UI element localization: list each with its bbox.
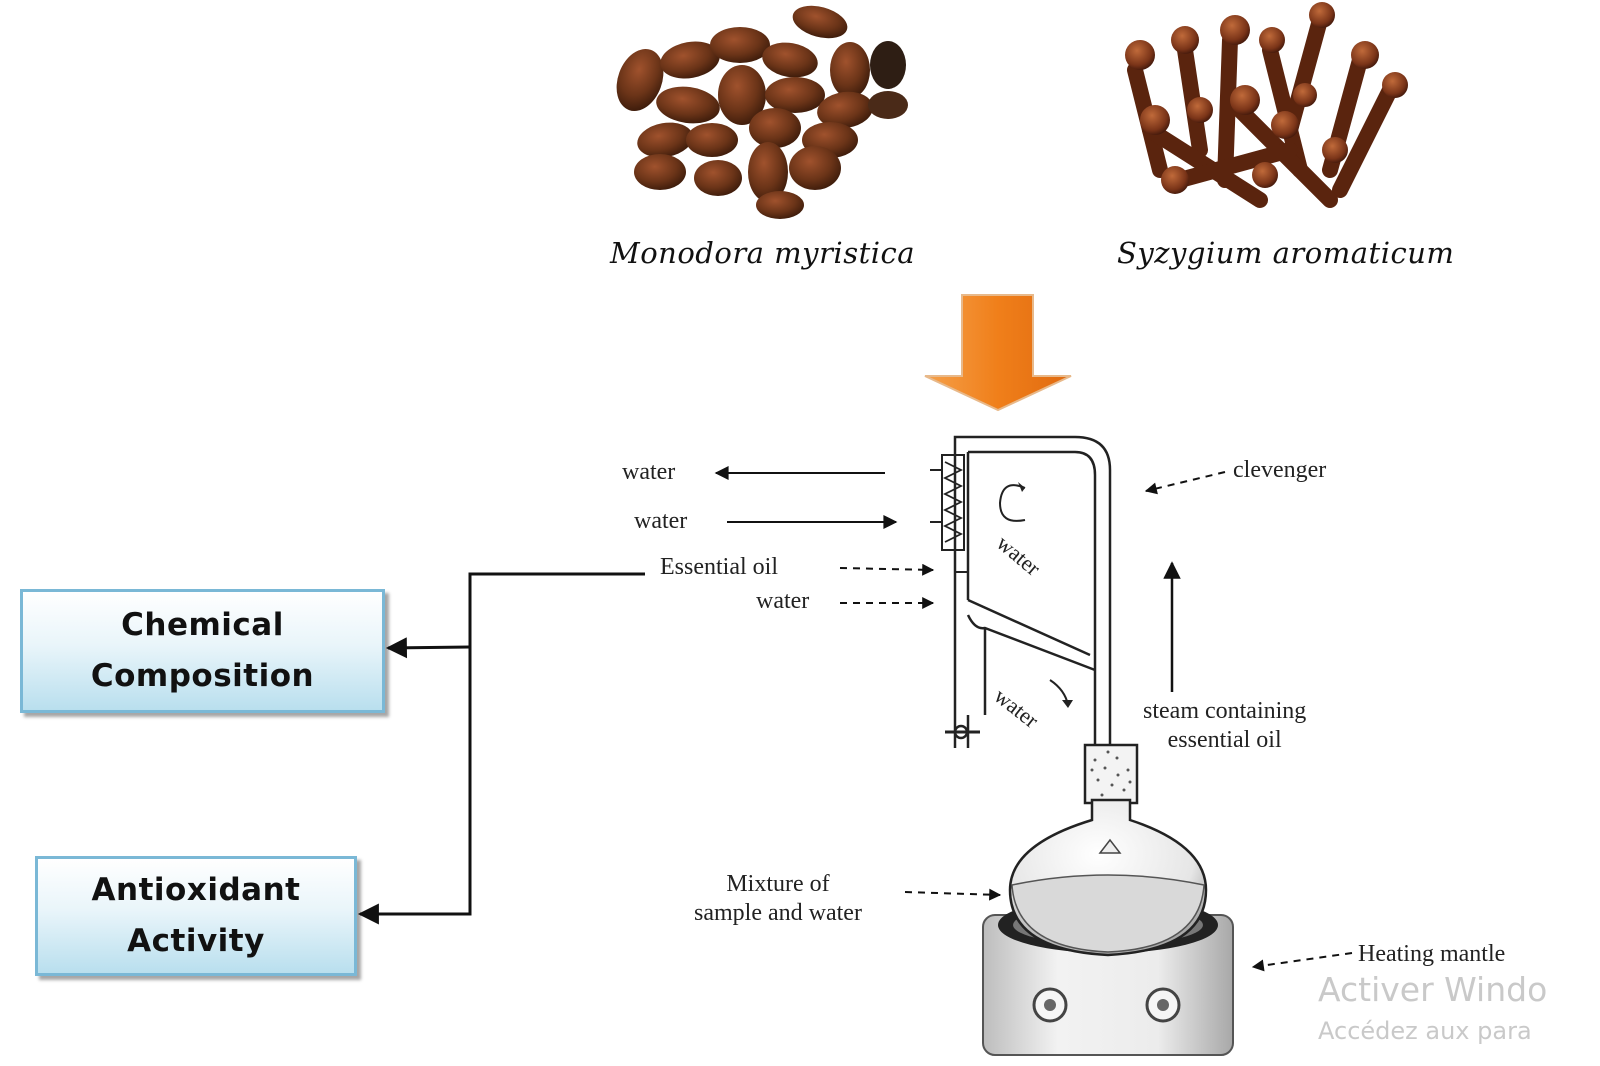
chemical-composition-line2: Composition — [90, 658, 315, 694]
flask-neck — [1083, 743, 1139, 805]
mixture-label: Mixture of sample and water — [694, 870, 862, 928]
chemical-composition-box: Chemical Composition — [20, 589, 385, 713]
heating-mantle-label: Heating mantle — [1358, 941, 1506, 967]
antioxidant-activity-line1: Antioxidant — [91, 871, 301, 908]
water-out-label: water — [622, 459, 676, 485]
mixture-pointer — [904, 888, 1002, 901]
essential-oil-pointer — [839, 563, 935, 576]
process-down-arrow — [924, 294, 1072, 412]
clove-buds-image — [1125, 2, 1408, 208]
steam-label-line2: essential oil — [1167, 726, 1282, 753]
heating-mantle-pointer — [1251, 952, 1353, 972]
mixture-label-line1: Mixture of — [726, 871, 830, 897]
steam-label: steam containing essential oil — [1143, 697, 1306, 755]
chemical-composition-line1: Chemical — [121, 606, 284, 643]
monodora-seeds-image — [616, 5, 908, 219]
activation-watermark-subtitle: Accédez aux para — [1318, 1017, 1532, 1045]
species-label-monodora: Monodora myristica — [610, 236, 916, 270]
output-connector — [357, 572, 645, 925]
essential-oil-label: Essential oil — [660, 554, 778, 580]
antioxidant-activity-line2: Activity — [127, 923, 265, 959]
activation-watermark-title: Activer Windo — [1318, 970, 1548, 1009]
round-bottom-flask — [1008, 798, 1208, 957]
clevenger-pointer — [1144, 471, 1226, 495]
mixture-label-line2: sample and water — [694, 899, 862, 926]
clevenger-apparatus — [930, 435, 1112, 748]
species-label-syzygium: Syzygium aromaticum — [1117, 236, 1455, 270]
clevenger-label: clevenger — [1233, 457, 1327, 483]
water-in-label: water — [634, 508, 688, 534]
steam-label-line1: steam containing — [1143, 698, 1307, 724]
water-layer-label: water — [756, 588, 810, 614]
antioxidant-activity-box: Antioxidant Activity — [35, 856, 357, 976]
